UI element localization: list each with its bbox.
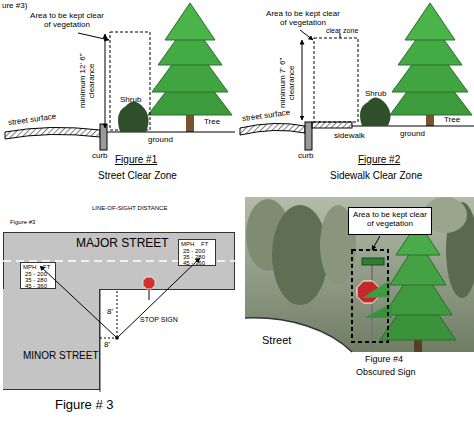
figure-4-photo <box>245 197 474 352</box>
annotation-label: STOP SIGN <box>140 316 178 324</box>
figure-1-illustration <box>78 33 109 40</box>
callout-arrow <box>372 236 380 250</box>
annotation-label: ure #3) <box>2 2 27 11</box>
node-text: MPH <box>181 241 194 248</box>
node-text: Area to be kept clear of vegetation <box>351 211 429 229</box>
figure-4-photo <box>245 318 352 352</box>
node-text: 35 - 280 <box>183 254 205 261</box>
figure-1-illustration <box>5 3 235 150</box>
annotation-label: Figure #3 <box>10 219 35 226</box>
annotation-label: 8' <box>107 308 113 317</box>
annotation-label: clear zone <box>326 27 358 35</box>
figure-2-illustration <box>305 122 312 150</box>
annotation-label: Area to be kept clear of vegetation <box>262 10 344 28</box>
node-text: 25 - 200 <box>183 248 205 255</box>
figure-1-illustration <box>100 124 107 150</box>
annotation-label: Tree <box>444 116 460 125</box>
figure-1-illustration <box>165 3 215 40</box>
figure-1-illustration <box>5 127 100 139</box>
figure-1-illustration <box>105 34 106 128</box>
figure-1-illustration <box>118 101 149 132</box>
annotation-label: Figure # 3 <box>55 398 114 412</box>
annotation-label: 8' <box>104 341 110 350</box>
annotation-label: curb <box>92 152 108 161</box>
annotation-label: Street Clear Zone <box>98 170 177 181</box>
speed-table: MPH FT25 - 20035 - 28045 - 360 <box>178 239 216 266</box>
street-band: MINOR STREET <box>3 289 100 390</box>
figure-2-illustration <box>360 97 391 126</box>
figure-4-photo <box>352 250 388 342</box>
node-text: 45 - 360 <box>183 260 205 267</box>
annotation-label: Obscured Sign <box>356 368 416 378</box>
annotation-label: Figure #4 <box>365 355 403 365</box>
annotation-label: street surface <box>242 109 291 124</box>
annotation-label: street surface <box>8 113 57 128</box>
node-text: 25 - 200 <box>25 271 47 278</box>
node-text: MPH <box>23 264 36 271</box>
node-text: MINOR STREET <box>23 350 99 361</box>
callout-box: Area to be kept clear of vegetation <box>348 207 432 235</box>
node-text: MAJOR STREET <box>76 237 169 250</box>
figure-2-illustration <box>240 3 474 150</box>
figure-4-photo <box>362 280 390 298</box>
node-text: 35 - 280 <box>25 277 47 284</box>
annotation-label: Shrub <box>365 90 386 99</box>
annotation-label: Figure #1 <box>115 154 157 165</box>
figure-4-photo <box>371 262 373 350</box>
figure-2-illustration <box>314 38 358 122</box>
speed-table: MPHFT25 - 20035 - 28045 - 360 <box>20 262 56 289</box>
annotation-label: curb <box>298 152 314 161</box>
figure-4-photo <box>362 258 384 265</box>
sight-lines <box>100 338 117 339</box>
street-band: MAJOR STREETMPHFT25 - 20035 - 28045 - 36… <box>3 232 235 290</box>
stop-sign-symbol <box>148 289 149 300</box>
callout-arrow <box>372 236 380 250</box>
figure-4-photo <box>272 205 328 305</box>
annotation-label: minimum 7' 6" clearance <box>279 55 297 111</box>
figure-2-illustration <box>300 30 313 40</box>
node-text: FT <box>43 264 50 271</box>
figure-4-photo <box>245 318 352 352</box>
annotation-label: Street <box>262 334 291 346</box>
node-text: FT <box>201 241 208 248</box>
annotation-label: minimum 12' 6" clearance <box>79 53 97 109</box>
annotation-label: sidewalk <box>334 132 365 141</box>
figure-2-illustration <box>302 40 303 120</box>
annotation-label: Figure #2 <box>358 154 400 165</box>
annotation-label: Area to be kept clear of vegetation <box>26 12 108 30</box>
figure-2-illustration <box>240 123 305 135</box>
sight-lines <box>117 291 118 338</box>
annotation-label: Shrub <box>120 96 141 105</box>
annotation-label: ground <box>400 130 425 139</box>
figure-2-illustration <box>405 3 455 40</box>
sight-lines <box>115 336 119 340</box>
figure-2-illustration <box>312 122 352 128</box>
annotation-label: Sidewalk Clear Zone <box>330 170 422 181</box>
figure-4-photo <box>245 197 474 352</box>
annotation-label: Tree <box>204 118 220 127</box>
annotation-label: LINE-OF-SIGHT DISTANCE <box>92 205 167 212</box>
annotation-label: ground <box>148 136 173 145</box>
